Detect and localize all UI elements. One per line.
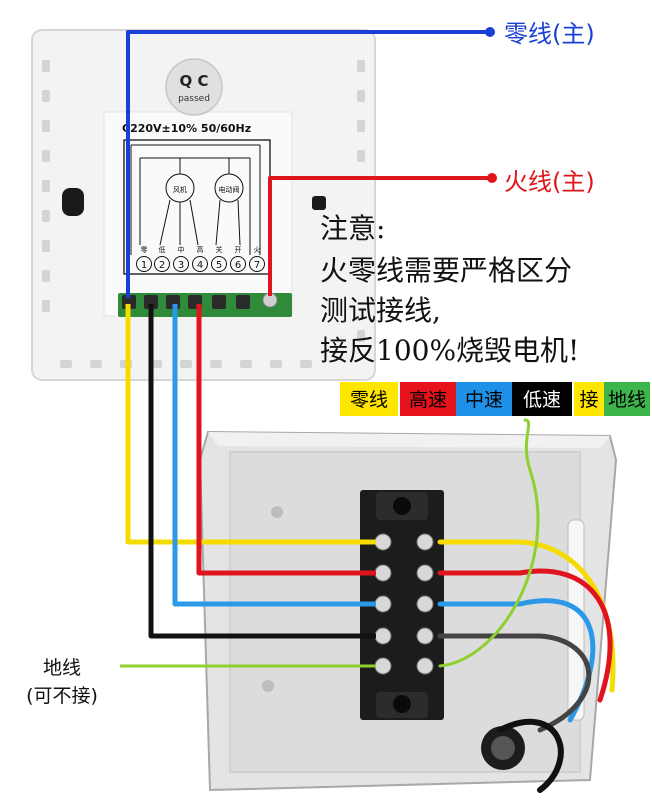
terminal-number-2: 2	[159, 260, 165, 271]
terminal-number-3: 3	[178, 260, 184, 271]
color-legend: 零线 高速 中速 低速 接 地线	[340, 382, 650, 416]
warning-title: 注意:	[320, 212, 385, 245]
legend-text-high: 高速	[409, 389, 447, 411]
live-main-wire	[268, 176, 490, 296]
terminal-number-6: 6	[235, 260, 241, 271]
legend-text-ground: 地线	[608, 389, 646, 411]
legend-swatch-high	[400, 382, 456, 416]
ground-optional-label: (可不接)	[26, 685, 98, 707]
terminal-label-7: 火	[254, 246, 261, 254]
warning-line-2: 测试接线,	[320, 294, 441, 327]
terminal-label-5: 关	[216, 245, 223, 254]
legend-text-low: 低速	[523, 389, 561, 411]
legend-swatch-connect	[574, 382, 604, 416]
neutral-to-motor-wire	[125, 304, 376, 545]
terminal-number-7: 7	[254, 260, 260, 271]
wiring-schematic: C220V±10% 50/60Hz 风机 电动阀 零 低 中 高 关 开 火 1…	[122, 122, 271, 275]
warning-line-3: 接反100%烧毁电机!	[320, 334, 579, 367]
live-wire-end	[487, 173, 497, 183]
terminal-label-4: 高	[197, 245, 204, 254]
ground-label: 地线	[43, 657, 81, 679]
legend-swatch-neutral	[340, 382, 398, 416]
qc-title: Q C	[180, 72, 209, 90]
warning-note: 注意: 火零线需要严格区分 测试接线, 接反100%烧毁电机!	[320, 212, 579, 367]
terminal-label-1: 零	[141, 246, 148, 254]
terminal-label-3: 中	[178, 245, 185, 254]
legend-text-connect: 接	[579, 389, 598, 411]
live-main-label: 火线(主)	[504, 168, 595, 196]
terminal-strip	[360, 490, 444, 720]
terminal-label-6: 开	[235, 246, 242, 254]
neutral-wire-end	[485, 27, 495, 37]
legend-swatch-ground	[604, 382, 650, 416]
legend-text-medium: 中速	[465, 389, 503, 411]
neutral-main-wire	[126, 30, 488, 298]
low-speed-wire	[148, 304, 376, 639]
terminal-number-1: 1	[141, 260, 147, 271]
qc-sticker: Q C passed	[165, 58, 223, 116]
thermostat-terminal-block	[118, 292, 292, 317]
qc-subtitle: passed	[178, 94, 210, 104]
voltage-rating: C220V±10% 50/60Hz	[122, 122, 251, 135]
medium-speed-wire	[172, 304, 376, 607]
terminal-label-2: 低	[159, 245, 166, 254]
motor-leads	[437, 418, 616, 793]
terminal-number-5: 5	[216, 260, 222, 271]
valve-symbol-label: 电动阀	[219, 185, 240, 194]
field-wires	[120, 30, 490, 668]
warning-line-1: 火零线需要严格区分	[320, 254, 572, 287]
terminal-number-4: 4	[197, 260, 203, 271]
fan-symbol-label: 风机	[173, 185, 187, 194]
legend-swatch-low	[512, 382, 572, 416]
neutral-main-label: 零线(主)	[504, 20, 595, 48]
legend-text-neutral: 零线	[350, 389, 388, 411]
thermostat	[31, 29, 376, 381]
legend-swatch-medium	[456, 382, 512, 416]
high-speed-wire	[196, 304, 376, 576]
